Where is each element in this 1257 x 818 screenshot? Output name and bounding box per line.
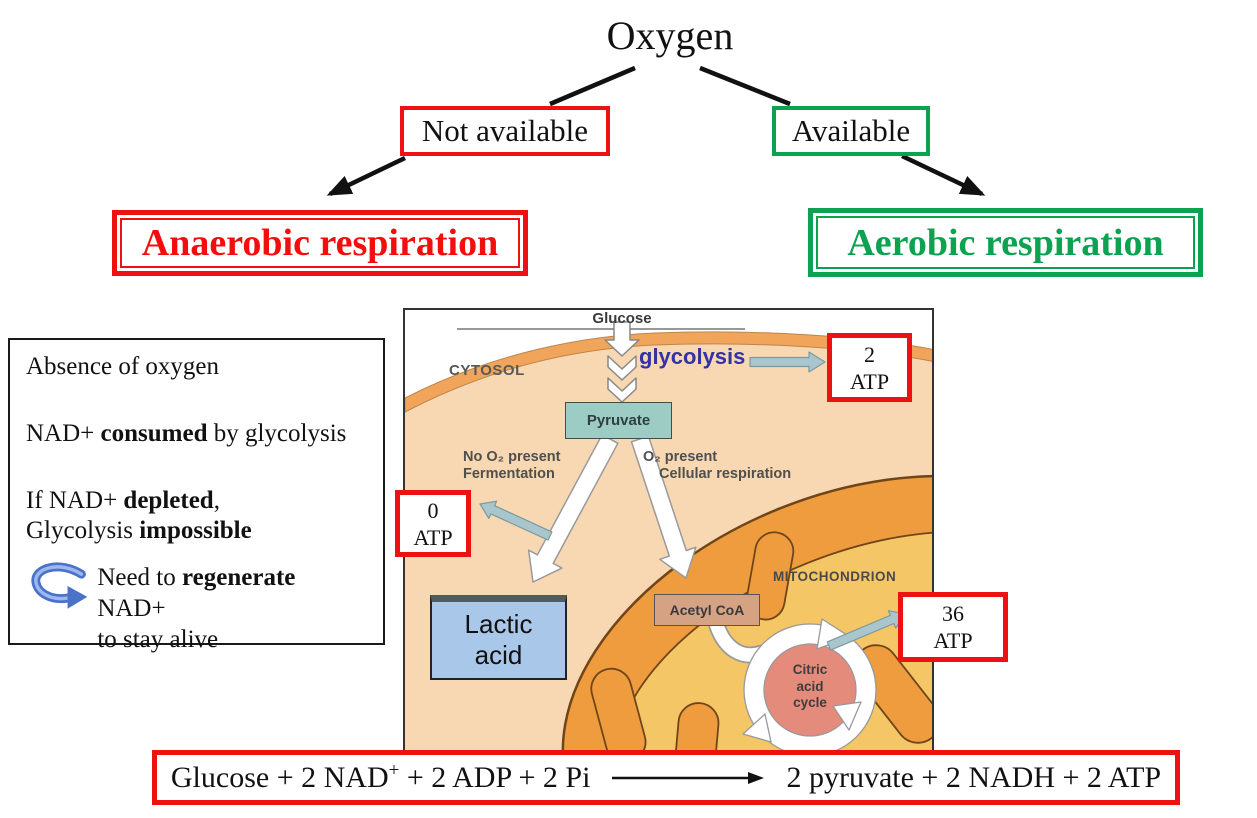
pyruvate-label: Pyruvate	[586, 412, 651, 429]
condition-box-available: Available	[772, 106, 930, 156]
citric-ring-arrowheads	[742, 618, 862, 743]
arrow-to-anaerobic	[326, 155, 406, 197]
acetyl-coa-label: Acetyl CoA	[669, 602, 745, 618]
atp-value: 36	[942, 601, 964, 626]
equation-rhs: 2 pyruvate + 2 NADH + 2 ATP	[786, 760, 1162, 794]
note-regenerate: Need to regenerate NAD+ to stay alive	[97, 564, 296, 653]
aerobic-respiration-label: Aerobic respiration	[816, 216, 1195, 269]
atp-value: 0	[427, 497, 439, 523]
glycolysis-equation-box: Glucose + 2 NAD+ + 2 ADP + 2 Pi 2 pyruva…	[152, 750, 1180, 805]
arrow-to-aerobic	[901, 153, 986, 197]
cycle-arrow-icon	[31, 562, 88, 609]
cellular-respiration-label: O₂ present Cellular respiration	[643, 449, 792, 482]
branch-line-left	[549, 65, 636, 107]
citric-acid-cycle-label: Citric acid cycle	[792, 662, 828, 710]
mitochondrion-label: MITOCHONDRION	[773, 569, 897, 584]
anaerobic-respiration-box: Anaerobic respiration	[112, 210, 528, 276]
aerobic-respiration-box: Aerobic respiration	[808, 208, 1203, 277]
atp-badge-glycolysis: 2 ATP	[827, 333, 912, 402]
notes-panel: Absence of oxygen NAD+ consumed by glyco…	[8, 338, 385, 653]
condition-label: Not available	[421, 113, 589, 148]
plasma-membrane	[405, 331, 932, 413]
atp-arrows	[479, 351, 906, 651]
cytosol-label: CYTOSOL	[449, 362, 525, 379]
condition-label: Available	[791, 113, 911, 148]
arrow-respiration-atp	[826, 610, 906, 651]
arrow-fermentation-atp	[479, 500, 553, 541]
citric-cycle-circle	[763, 643, 857, 737]
atp-badge-fermentation: 0 ATP	[395, 490, 471, 557]
condition-box-not-available: Not available	[400, 106, 610, 156]
arrow-glycolysis-atp	[749, 351, 826, 373]
respiration-path-arrow	[630, 435, 697, 579]
atp-unit: ATP	[933, 628, 973, 653]
note-absence: Absence of oxygen	[26, 353, 219, 380]
note-consumed: NAD+ consumed by glycolysis	[26, 420, 347, 447]
atp-unit: ATP	[413, 524, 453, 550]
note-impossible: Glycolysis impossible	[26, 517, 252, 544]
fermentation-label: No O₂ present Fermentation	[463, 449, 561, 482]
reaction-arrow	[612, 771, 765, 784]
atp-badge-respiration: 36 ATP	[898, 592, 1008, 662]
glycolysis-step-arrows	[604, 321, 640, 403]
page-title: Oxygen	[606, 13, 734, 58]
lactic-acid-box: Lactic acid	[430, 595, 567, 680]
note-regenerate-row: Need to regenerate NAD+ to stay alive	[26, 562, 367, 655]
branch-line-right	[699, 65, 791, 107]
pyruvate-box: Pyruvate	[565, 402, 672, 439]
anaerobic-respiration-label: Anaerobic respiration	[120, 218, 520, 268]
fermentation-path-arrow	[527, 433, 619, 583]
atp-value: 2	[864, 341, 875, 367]
glucose-label: Glucose	[592, 310, 652, 327]
equation-lhs: Glucose + 2 NAD+ + 2 ADP + 2 Pi	[170, 760, 591, 794]
cell-diagram: Glucose CYTOSOL glycolysis Pyruvate No O…	[403, 308, 934, 753]
atp-unit: ATP	[849, 368, 890, 394]
glycolysis-label: glycolysis	[639, 344, 746, 369]
acetyl-coa-box: Acetyl CoA	[654, 594, 760, 626]
note-depleted: If NAD+ depleted,	[26, 487, 220, 514]
